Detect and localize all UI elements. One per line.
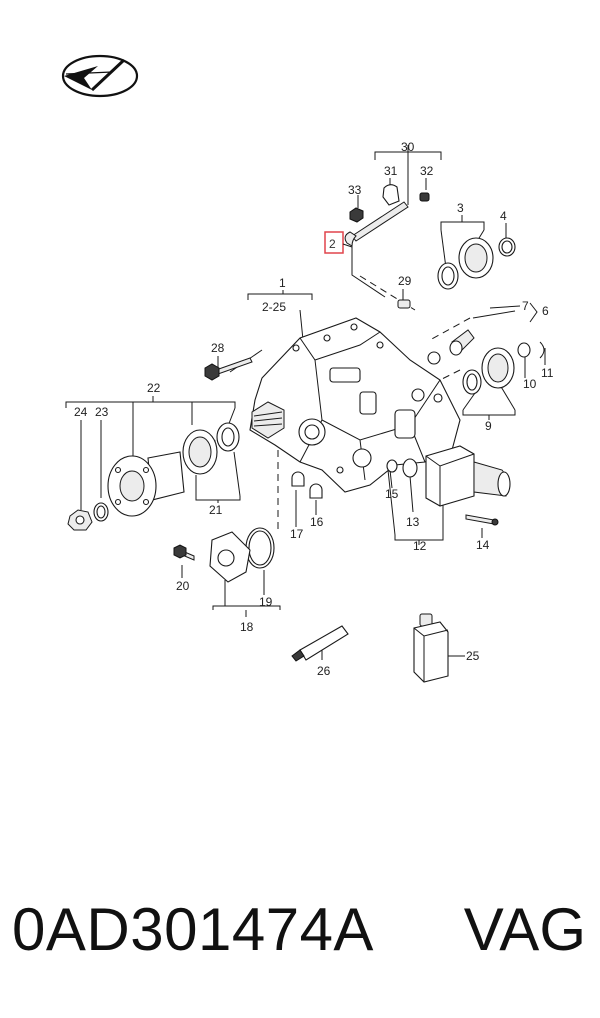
pin-29 — [397, 299, 411, 309]
callout-28: 28 — [211, 341, 225, 355]
callout-17: 17 — [290, 527, 304, 541]
seal-9 — [462, 347, 515, 395]
brand-name: VAG — [463, 896, 586, 963]
part-number: 0AD301474A — [12, 896, 374, 963]
sensor-7 — [427, 329, 545, 365]
callout-21: 21 — [209, 503, 223, 517]
callout-4: 4 — [500, 209, 507, 223]
part-30-breather-assembly — [344, 145, 442, 247]
callout-13: 13 — [406, 515, 420, 529]
exploded-parts-diagram: 30 31 32 33 2 3 4 29 1 2-25 7 6 28 10 11… — [61, 54, 554, 683]
callout-32: 32 — [420, 164, 434, 178]
bolt-28 — [204, 357, 253, 381]
callout-33: 33 — [348, 183, 362, 197]
callout-6: 6 — [542, 304, 549, 318]
callout-1-range: 2-25 — [262, 300, 286, 314]
plugs-16-17 — [291, 471, 323, 499]
flange-22-assembly — [67, 422, 240, 531]
callout-2: 2 — [329, 237, 336, 251]
callout-7: 7 — [522, 299, 529, 313]
callout-14: 14 — [476, 538, 490, 552]
callout-9: 9 — [485, 419, 492, 433]
callouts: 30 31 32 33 2 3 4 29 1 2-25 7 6 28 10 11… — [74, 140, 554, 678]
callout-11: 11 — [541, 366, 554, 380]
callout-31: 31 — [384, 164, 398, 178]
actuator-motor-12 — [386, 445, 511, 526]
brand-logo — [61, 54, 139, 98]
callout-22: 22 — [147, 381, 161, 395]
transfer-case-housing — [249, 317, 461, 493]
callout-24: 24 — [74, 405, 88, 419]
oil-bottle-25 — [413, 613, 449, 683]
sealant-tube-26 — [291, 625, 349, 662]
callout-3: 3 — [457, 201, 464, 215]
seal-3-4 — [437, 237, 516, 290]
callout-25: 25 — [466, 649, 480, 663]
callout-18: 18 — [240, 620, 254, 634]
callout-1: 1 — [279, 276, 286, 290]
callout-23: 23 — [95, 405, 109, 419]
callout-26: 26 — [317, 664, 331, 678]
callout-29: 29 — [398, 274, 412, 288]
callout-20: 20 — [176, 579, 190, 593]
callout-19: 19 — [259, 595, 273, 609]
callout-16: 16 — [310, 515, 324, 529]
cover-18-assembly — [173, 527, 275, 583]
callout-15: 15 — [385, 487, 399, 501]
callout-10: 10 — [523, 377, 537, 391]
callout-30: 30 — [401, 140, 415, 154]
highlight-box — [324, 231, 344, 254]
callout-12: 12 — [413, 539, 427, 553]
